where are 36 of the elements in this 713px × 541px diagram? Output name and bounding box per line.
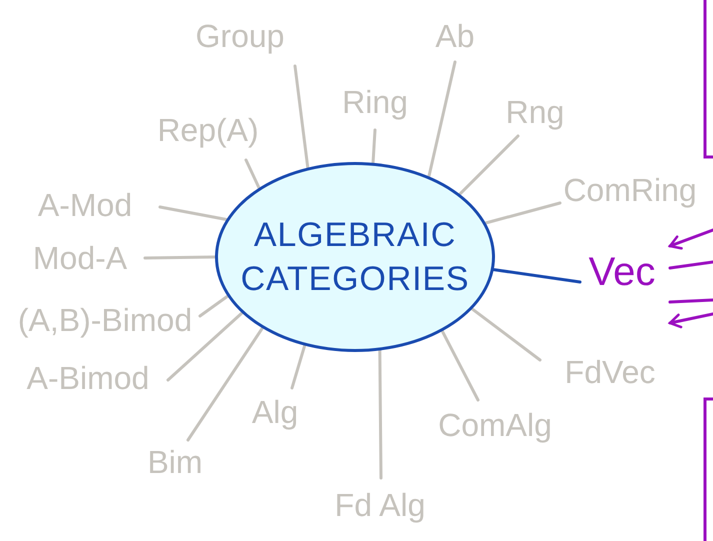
category-label: ComAlg: [438, 409, 552, 441]
connector-line: [244, 158, 260, 190]
connector-line: [198, 294, 229, 318]
connector-line: [378, 349, 382, 480]
connector-line: [668, 260, 713, 270]
category-label: Mod-A: [32, 242, 128, 274]
category-label: Fd Alg: [334, 489, 426, 521]
connector-line: [458, 134, 520, 196]
connector-line: [440, 330, 480, 402]
connector-line: [427, 60, 456, 178]
category-label: Ab: [435, 20, 475, 52]
connector-line: [144, 256, 216, 260]
connector-line: [492, 268, 582, 284]
category-label: Alg: [252, 396, 298, 428]
category-label: Group: [196, 20, 284, 52]
category-label: Bim: [147, 446, 203, 478]
category-label: Rng: [506, 96, 564, 128]
connector-line: [186, 326, 264, 442]
category-title: ALGEBRAIC CATEGORIES: [240, 215, 470, 300]
category-label: Ring: [342, 86, 408, 118]
arrow: [668, 312, 713, 328]
connector-line: [668, 298, 713, 304]
connector-line: [470, 307, 542, 362]
category-label: FdVec: [564, 356, 656, 388]
category-label: (A,B)-Bimod: [18, 304, 192, 336]
category-label: A-Bimod: [26, 362, 150, 394]
arrow: [668, 228, 713, 250]
connector-line: [158, 206, 228, 222]
connector-line: [166, 312, 244, 382]
category-label: Vec: [572, 226, 672, 318]
connector-line: [290, 344, 306, 390]
connector-line: [372, 128, 376, 164]
connector-line: [294, 64, 310, 170]
category-label: A-Mod: [38, 189, 132, 221]
category-label: Rep(A): [157, 114, 259, 146]
category-label: ComRing: [563, 174, 697, 206]
